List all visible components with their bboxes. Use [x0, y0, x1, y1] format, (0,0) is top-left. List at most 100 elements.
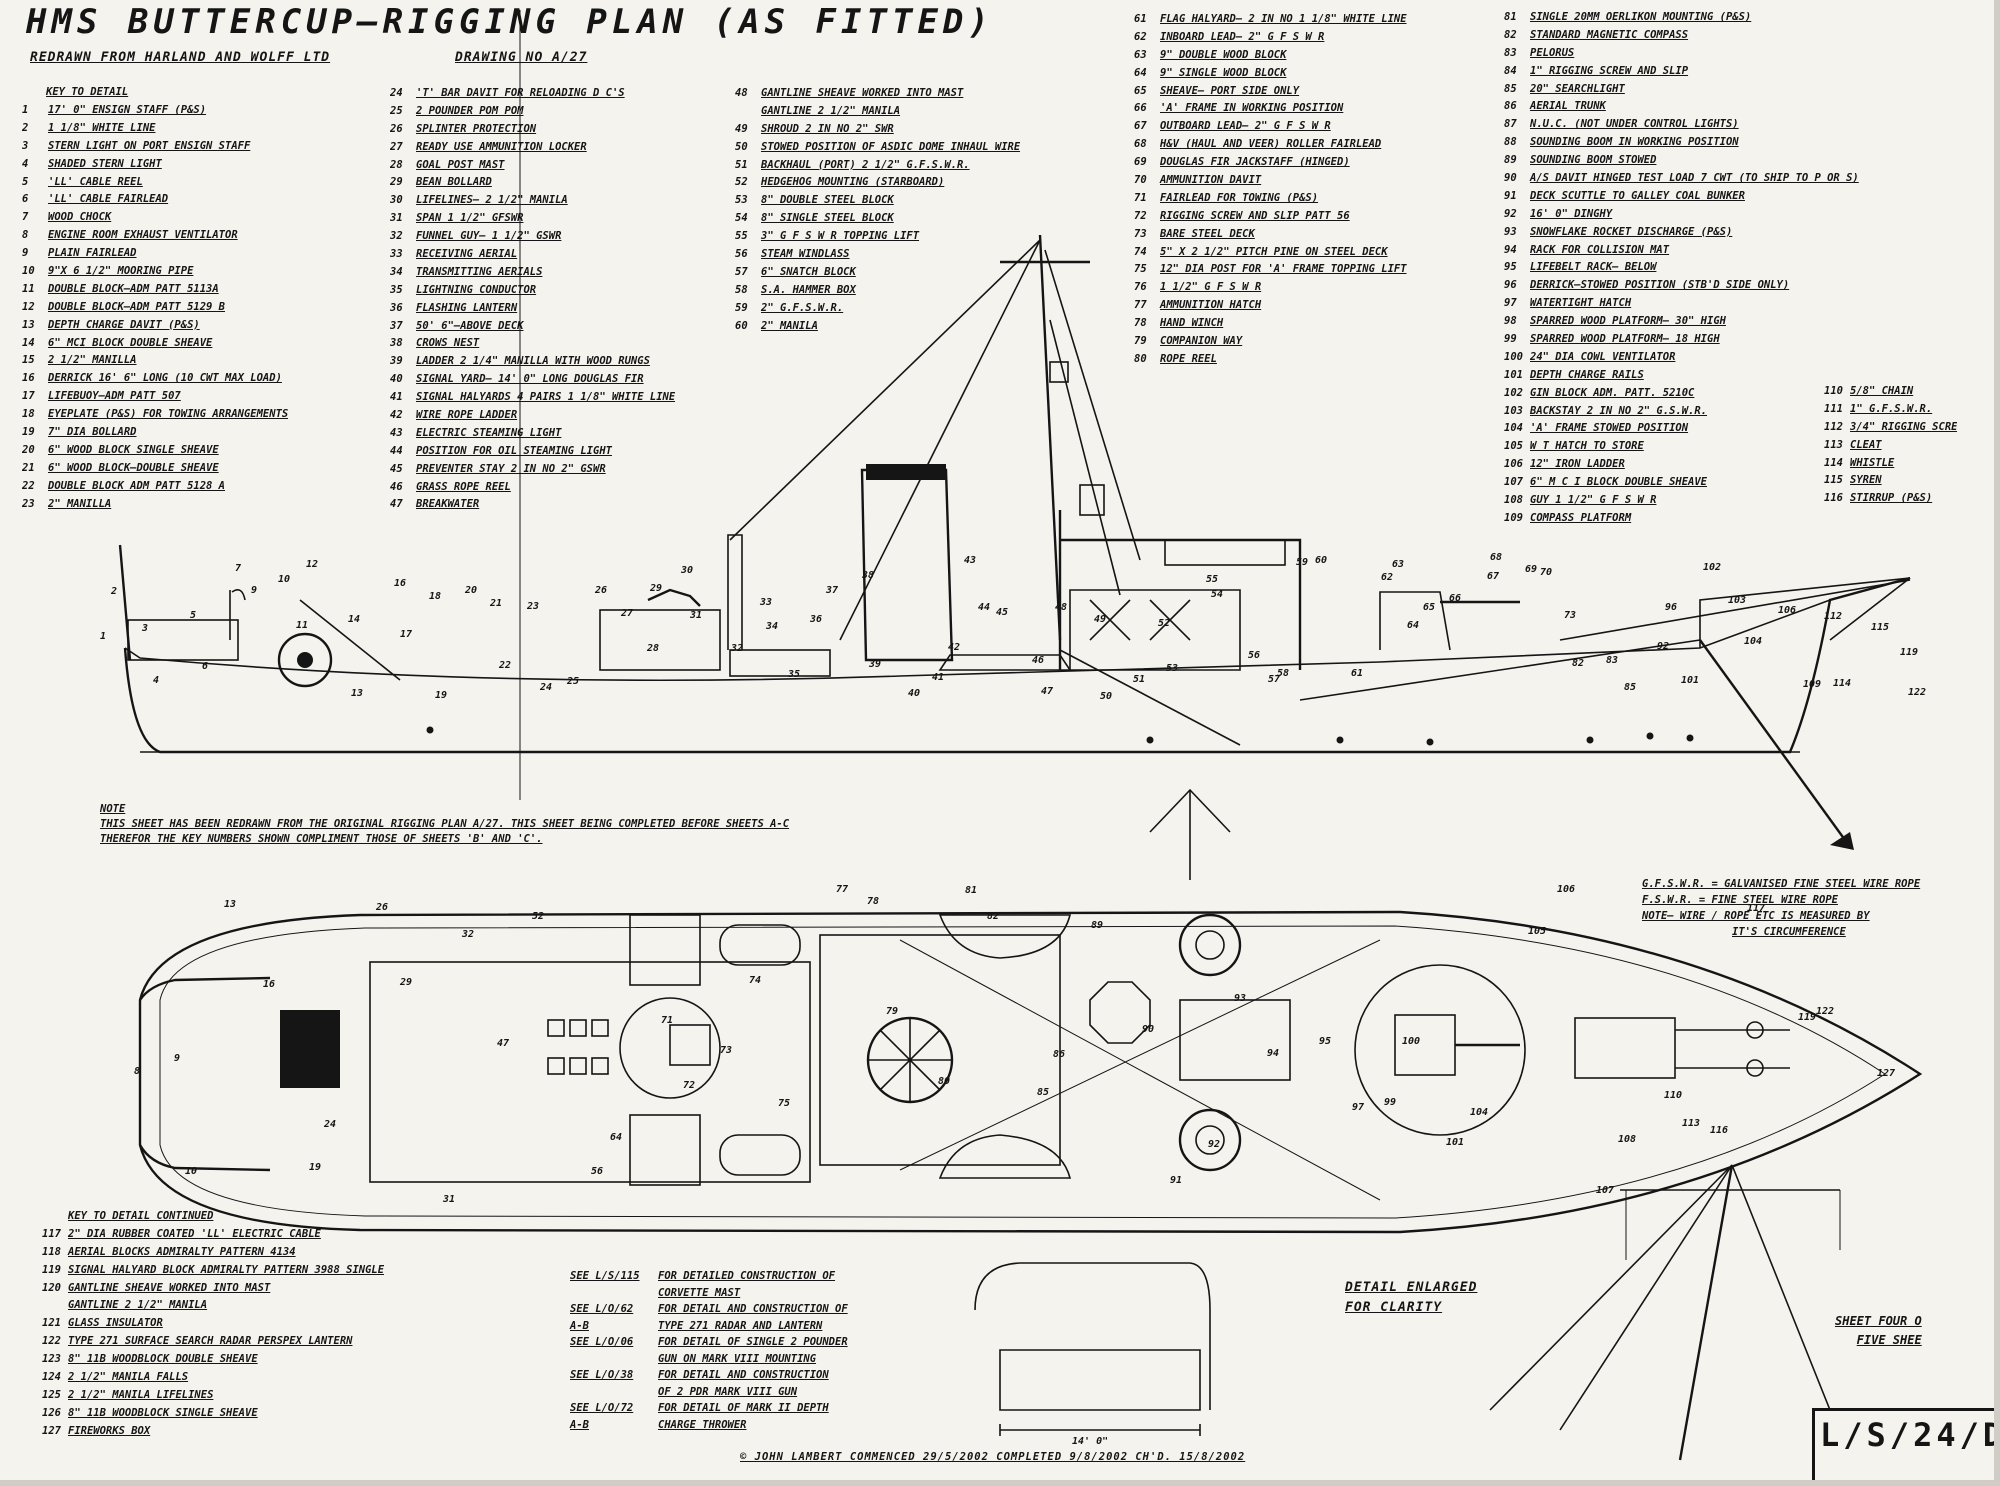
key-description: SOUNDING BOOM STOWED	[1530, 154, 1657, 167]
callout-number: 117	[1747, 903, 1765, 914]
reference-text: FOR DETAIL AND CONSTRUCTION	[658, 1369, 829, 1381]
key-number: 74	[1134, 245, 1147, 258]
key-description: 2" DIA RUBBER COATED 'LL' ELECTRIC CABLE	[68, 1227, 321, 1240]
key-description: 6" MCI BLOCK DOUBLE SHEAVE	[48, 336, 213, 349]
sheet-number-label: SHEET FOUR O FIVE SHEE	[1835, 1312, 1922, 1350]
credits-line: © JOHN LAMBERT COMMENCED 29/5/2002 COMPL…	[740, 1451, 1246, 1463]
callout-number: 26	[594, 585, 607, 596]
key-description: BACKSTAY 2 IN No 2" G.S.W.R.	[1530, 404, 1708, 417]
key-number: 112	[1824, 420, 1843, 433]
callout-number: 4	[153, 675, 159, 686]
key-number: 88	[1504, 136, 1517, 149]
forecastle-bulwark	[1699, 577, 1911, 648]
callout-number: 49	[1094, 614, 1106, 625]
wheelhouse-plan	[1179, 999, 1291, 1081]
callout-number: 31	[689, 610, 702, 621]
bridge-bracing	[1089, 599, 1191, 641]
key-description: 1" RIGGING SCREW AND SLIP	[1530, 64, 1689, 77]
callout-number: 71	[661, 1015, 673, 1026]
key-description: 8" SINGLE STEEL BLOCK	[761, 212, 894, 225]
key-description: 9" DOUBLE WOOD BLOCK	[1160, 48, 1287, 61]
callout-number: 47	[1041, 686, 1053, 697]
radar-lantern-plan	[1089, 981, 1151, 1044]
detail-enlarged-line: FOR CLARITY	[1345, 1300, 1443, 1315]
key-description: FAIRLEAD FOR TOWING (P&S)	[1160, 191, 1319, 204]
key-description: DEPTH CHARGE DAVIT (P&S)	[48, 318, 200, 331]
key-number: 36	[390, 301, 403, 314]
key-description: 12" IRON LADDER	[1530, 458, 1625, 471]
key-number: 28	[390, 158, 403, 171]
deck-plan-callouts: 8910131619242629313247525664717273747577…	[134, 884, 1895, 1205]
callout-number: 29	[399, 977, 412, 988]
callout-number: 9	[174, 1053, 180, 1064]
callout-number: 73	[1564, 610, 1576, 621]
key-description: S.A. HAMMER BOX	[761, 283, 856, 296]
callout-number: 1	[100, 631, 106, 642]
key-number: 48	[735, 87, 748, 99]
key-description: CROWS NEST	[416, 337, 480, 350]
key-number: 9	[22, 247, 29, 260]
key-number: 10	[22, 265, 35, 278]
key-number: 30	[390, 194, 403, 207]
callout-number: 32	[730, 643, 743, 654]
key-description: GANTLINE 2 1/2" MANILA	[68, 1299, 208, 1312]
key-number: 51	[735, 158, 748, 171]
key-number: 62	[1134, 30, 1147, 43]
key-description: COMPANION WAY	[1160, 335, 1243, 348]
key-description: GANTLINE SHEAVE WORKED INTO MAST	[68, 1281, 271, 1294]
key-number: 39	[390, 355, 403, 368]
forward-gun-platform	[1379, 591, 1451, 651]
key-description: 6" SNATCH BLOCK	[761, 265, 856, 278]
key-description: 8" DOUBLE STEEL BLOCK	[761, 194, 894, 207]
key-entry: 6'LL' CABLE FAIRLEAD	[22, 191, 288, 209]
key-number: 65	[1134, 84, 1147, 97]
key-number: 82	[1504, 28, 1517, 41]
callout-number: 77	[836, 884, 848, 895]
key-description: 1 1/8" WHITE LINE	[48, 121, 156, 134]
abbreviations-block: G.F.S.W.R. = GALVANISED FINE STEEL WIRE …	[1642, 876, 1920, 940]
key-number: 24	[390, 87, 403, 99]
callout-number: 85	[1624, 682, 1636, 693]
key-description: 2 1/2" MANILLA	[48, 354, 137, 367]
key-number: 63	[1134, 48, 1147, 61]
key-number: 107	[1504, 476, 1523, 489]
callout-number: 17	[400, 629, 412, 640]
key-description: CLEAT	[1850, 438, 1882, 451]
key-description: 24" DIA COWL VENTILATOR	[1530, 350, 1676, 363]
callout-number: 112	[1824, 611, 1842, 622]
dimension-label: 14' 0"	[1072, 1436, 1108, 1447]
cable-runs	[1675, 1029, 1790, 1069]
key-description: STERN LIGHT ON PORT ENSIGN STAFF	[48, 139, 251, 152]
key-number: 114	[1824, 456, 1843, 469]
profile-callouts: 1234567910111213141617181920212223242526…	[100, 552, 1926, 702]
jackstaff-stay	[1829, 577, 1911, 641]
key-description: TRANSMITTING AERIALS	[416, 265, 543, 278]
key-description: GLASS INSULATOR	[68, 1317, 163, 1330]
key-description: 20" SEARCHLIGHT	[1530, 82, 1625, 95]
key-description: DOUBLE BLOCK—ADM PATT 5113A	[48, 282, 219, 295]
radar-lantern	[1079, 484, 1105, 516]
callout-number: 10	[185, 1166, 197, 1177]
bridge-structure	[1058, 510, 1302, 670]
key-number: 16	[22, 372, 35, 385]
crows-nest	[1049, 361, 1069, 383]
key-description: FUNNEL GUY— 1 1/2" GSWR	[416, 230, 562, 243]
key-entry: 66'A' FRAME IN WORKING POSITION	[1134, 100, 1407, 118]
deck-outline	[138, 910, 1923, 1234]
callout-number: 10	[278, 574, 290, 585]
key-description: GOAL POST MAST	[416, 158, 505, 171]
